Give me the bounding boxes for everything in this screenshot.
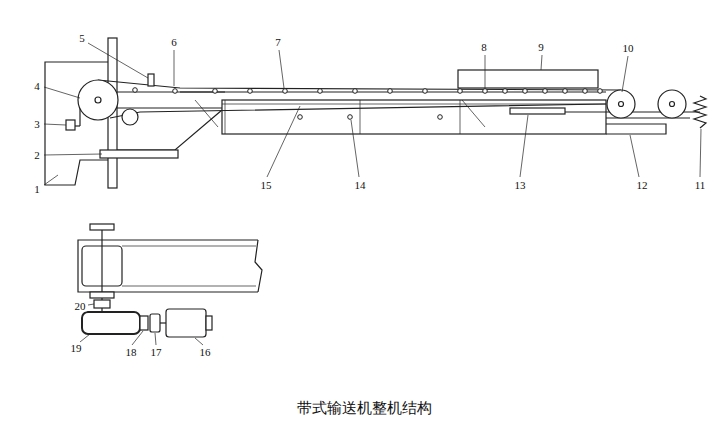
- callout-number: 1: [33, 184, 41, 195]
- callout-number: 3: [33, 119, 41, 130]
- callout-number: 8: [480, 42, 488, 53]
- break-mark: [255, 240, 262, 292]
- return-belt: [110, 104, 606, 118]
- coupling: [150, 314, 160, 332]
- callout-number: 20: [74, 301, 87, 312]
- callout-number: 13: [514, 180, 527, 191]
- small-motor: [66, 120, 75, 130]
- callout-number: 11: [694, 180, 707, 191]
- callout-number: 14: [354, 180, 367, 191]
- carrying-idlers: [133, 88, 603, 94]
- motor-shaft: [160, 322, 166, 323]
- beam-flange: [122, 246, 256, 247]
- reducer: [82, 312, 140, 334]
- callout-number: 9: [537, 42, 545, 53]
- drive-shaft: [101, 226, 102, 300]
- motor: [166, 309, 206, 337]
- pulley-hub: [670, 102, 675, 107]
- figure-caption: 带式输送机整机结构: [295, 399, 434, 417]
- tail-pulley: [658, 90, 686, 118]
- base-plate: [100, 150, 178, 158]
- callout-number: 12: [636, 180, 649, 191]
- callout-number: 19: [70, 343, 83, 354]
- bolt: [148, 74, 154, 86]
- pulley-hub: [619, 102, 624, 107]
- tension-spring: [694, 96, 706, 128]
- callout-number: 4: [33, 81, 41, 92]
- truss: [222, 100, 606, 134]
- callout-number: 18: [125, 347, 138, 358]
- tail-frame: [606, 118, 690, 134]
- snub-pulley: [122, 109, 138, 125]
- bearing: [90, 224, 114, 230]
- drive-pulley: [78, 80, 118, 120]
- callout-number: 17: [150, 347, 163, 358]
- motor-end: [206, 316, 212, 330]
- side-view: [45, 38, 706, 188]
- tail-pulley: [607, 90, 635, 118]
- callout-number: 10: [622, 43, 635, 54]
- callout-number: 6: [170, 37, 178, 48]
- coupling: [140, 316, 148, 330]
- leader-lines: [44, 43, 701, 345]
- truss-members: [195, 100, 606, 134]
- take-up: [510, 108, 565, 114]
- return-idlers: [298, 115, 443, 120]
- callout-number: 7: [274, 37, 282, 48]
- callout-number: 15: [260, 180, 273, 191]
- beam-flange: [122, 286, 256, 287]
- callout-number: 16: [199, 347, 212, 358]
- head-frame: [117, 92, 225, 150]
- bearing: [90, 292, 114, 298]
- callout-number: 5: [78, 33, 86, 44]
- frame-beam: [78, 240, 258, 292]
- callout-number: 2: [33, 150, 41, 161]
- pulley-hub: [95, 97, 101, 103]
- coupling: [94, 300, 110, 308]
- skirt-box: [458, 70, 598, 88]
- plan-view: [78, 224, 262, 337]
